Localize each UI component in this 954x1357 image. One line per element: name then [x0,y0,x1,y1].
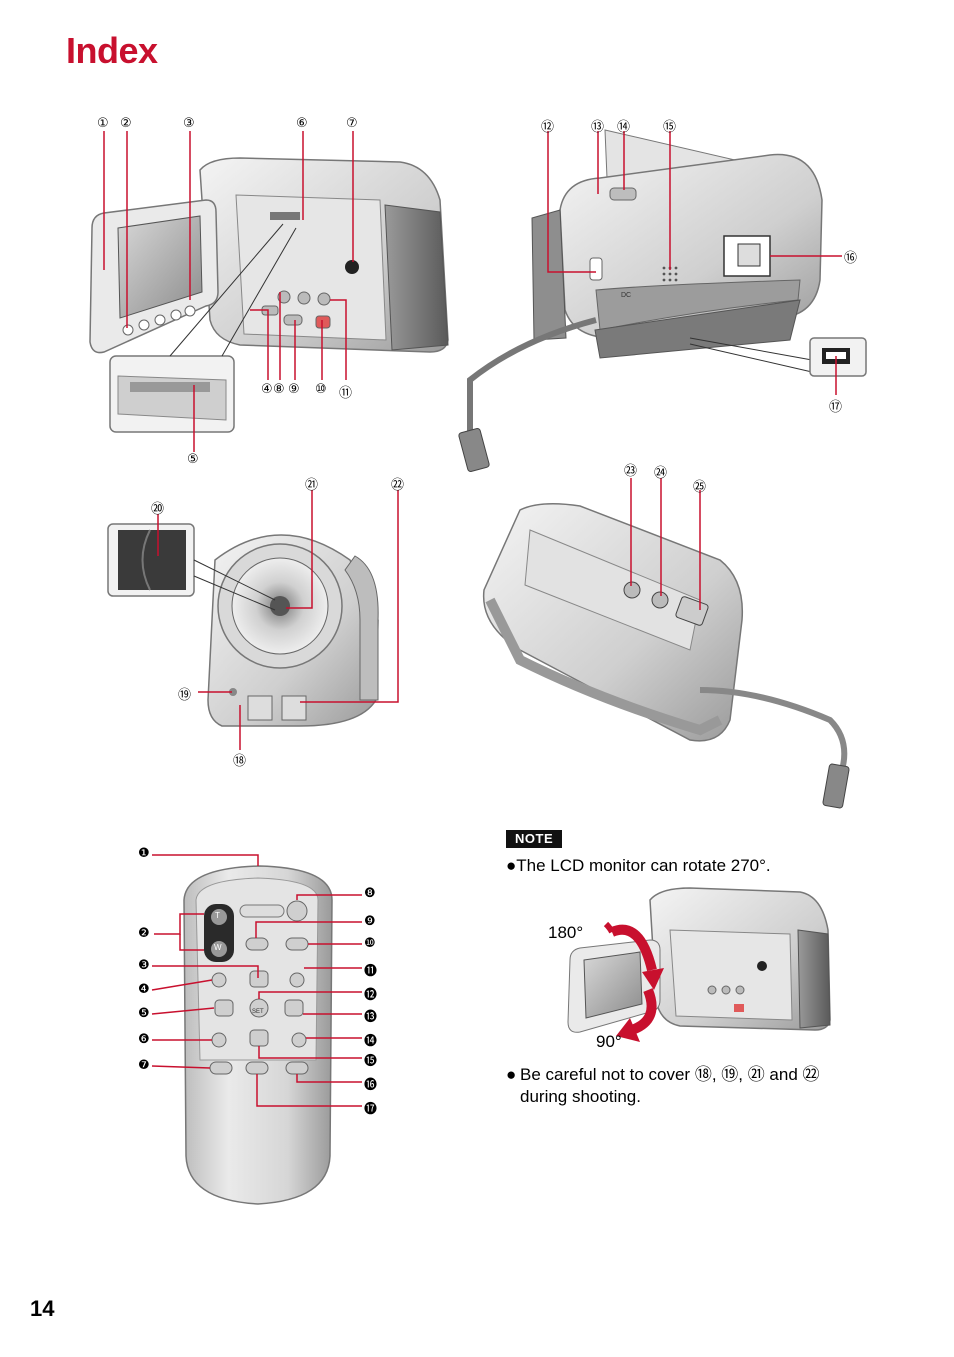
bullet-dot: ● [506,856,517,875]
remote-callout-15: ⓯ [364,1054,378,1069]
callout-16: ⑯ [844,251,858,266]
dc-label: DC [621,292,632,299]
camera-front-body [107,523,379,727]
rotation-180-label: 180° [548,923,584,942]
callout-11: ⑪ [339,386,353,401]
note-bullet-2-line-2: during shooting. [520,1087,641,1106]
note-bullet-1: ●The LCD monitor can rotate 270°. [506,855,771,877]
callout-21: ㉑ [305,478,319,493]
camera-front-leaders [157,490,399,750]
rotation-90-label: 90° [596,1032,622,1051]
rotation-camera [567,887,831,1033]
callout-6: ⑥ [296,116,308,131]
callout-12: ⑫ [541,120,555,135]
camera-side-leaders [547,131,842,395]
remote-callout-7: ❼ [138,1058,150,1073]
callout-19: ⑲ [178,688,192,703]
callout-20: ⑳ [151,502,165,517]
callout-23: ㉓ [624,464,638,479]
remote-callout-3: ❸ [138,958,150,973]
callout-17: ⑰ [829,400,843,415]
camera-back-leaders [103,131,354,452]
camera-bottom-leaders [630,478,701,610]
remote-set-label: SET [252,1009,264,1015]
note-bullet-2: ●Be careful not to cover ⑱, ⑲, ㉑ and ㉒ d… [506,1064,886,1108]
callout-14: ⑭ [617,120,631,135]
camera-side-body [458,129,867,472]
callout-8: ⑧ [273,382,285,397]
remote-callout-5: ❺ [138,1006,150,1021]
callout-15: ⑮ [663,120,677,135]
callout-10: ⑩ [315,382,327,397]
camera-back-body [199,157,449,353]
callout-25: ㉕ [693,480,707,495]
remote-callout-1: ❶ [138,846,150,861]
callout-24: ㉔ [654,466,668,481]
note-bullet-1-text: The LCD monitor can rotate 270°. [516,856,771,875]
bullet-dot: ● [506,1065,517,1084]
remote-callout-14: ⓮ [364,1034,378,1049]
remote-callout-13: ⓭ [364,1010,378,1025]
callout-5: ⑤ [187,452,199,467]
remote-callout-8: ❽ [364,886,376,901]
remote-callout-2: ❷ [138,926,150,941]
card-slot-inset [109,223,297,433]
remote-t-label: T [215,911,220,920]
remote-leaders [151,854,362,1107]
page-title: Index [66,30,158,71]
callout-1: ① [97,116,109,131]
note-badge: NOTE [506,830,563,848]
callout-22: ㉒ [391,478,405,493]
remote-callout-10: ❿ [364,936,376,951]
callout-18: ⑱ [233,754,247,769]
lcd-panel [89,199,219,354]
remote-callout-11: ⓫ [364,964,378,979]
remote-callout-16: ⓰ [364,1078,378,1093]
remote-w-label: W [214,943,222,952]
remote-callout-4: ❹ [138,982,150,997]
callout-7: ⑦ [346,116,358,131]
remote-body [183,865,333,1205]
remote-callout-12: ⓬ [364,988,378,1003]
callout-13: ⑬ [591,120,605,135]
camera-bottom-body [482,503,850,809]
callout-2: ② [120,116,132,131]
remote-callout-17: ⓱ [364,1102,378,1117]
callout-9: ⑨ [288,382,300,397]
remote-callout-9: ❾ [364,914,376,929]
rotation-arrows [603,921,664,1042]
callout-4: ④ [261,382,273,397]
callout-3: ③ [183,116,195,131]
remote-callout-6: ❻ [138,1032,150,1047]
page-number: 14 [30,1296,55,1321]
note-bullet-2-line-1: Be careful not to cover ⑱, ⑲, ㉑ and ㉒ [520,1065,820,1084]
